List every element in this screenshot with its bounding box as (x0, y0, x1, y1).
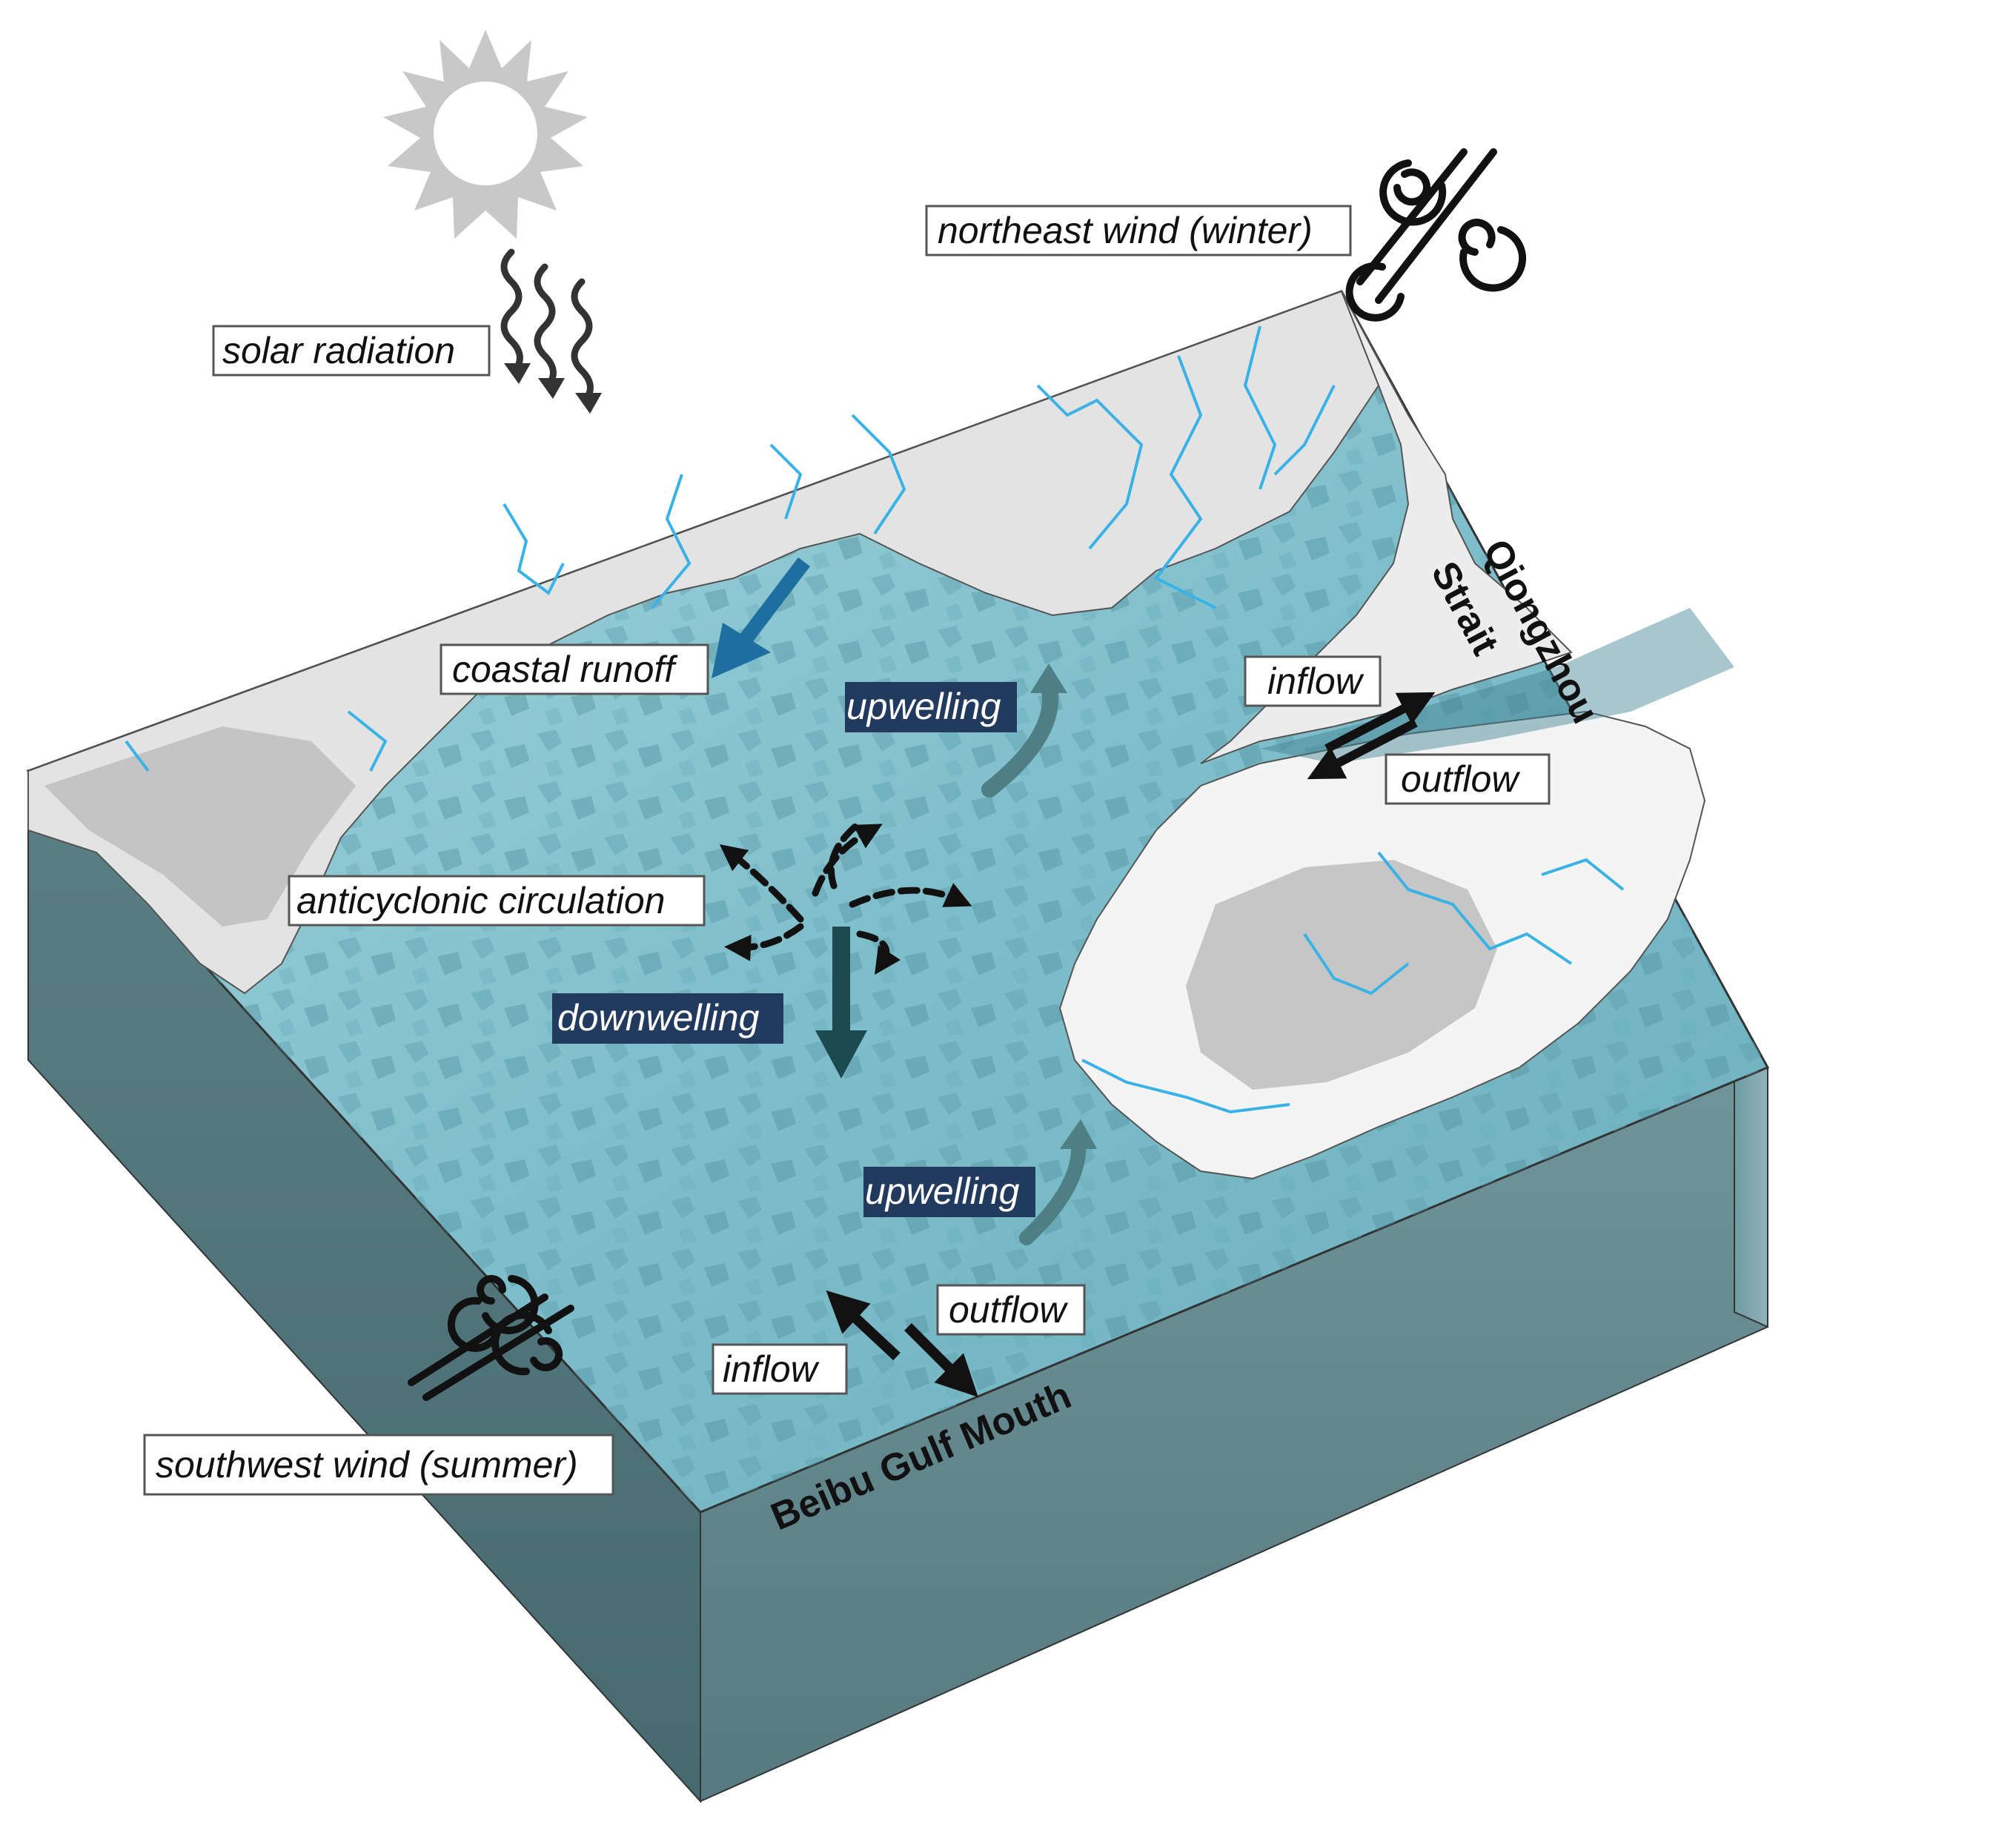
radiation-arrowheads (504, 363, 602, 414)
svg-text:southwest wind (summer): southwest wind (summer) (156, 1444, 578, 1485)
gulf-mouth-flow-arrows (826, 1290, 978, 1397)
label-southwest-wind: southwest wind (summer) (143, 1434, 614, 1496)
label-inflow-strait: inflow (1244, 655, 1382, 707)
svg-text:anticyclonic circulation: anticyclonic circulation (296, 880, 665, 921)
label-anticyclonic-circulation: anticyclonic circulation (288, 875, 706, 927)
label-inflow-mouth: inflow (712, 1343, 848, 1395)
northern-highlands (44, 726, 356, 927)
label-coastal-runoff: coastal runoff (440, 643, 709, 695)
svg-text:northeast wind (winter): northeast wind (winter) (938, 210, 1313, 251)
sun-icon (383, 30, 588, 239)
svg-text:downwelling: downwelling (557, 997, 760, 1039)
coastal-runoff-arrow (712, 557, 810, 678)
label-solar-radiation: solar radiation (212, 325, 491, 377)
label-northeast-wind: northeast wind (winter) (925, 205, 1352, 256)
hainan-mountains (1186, 860, 1497, 1090)
svg-text:outflow: outflow (949, 1289, 1068, 1331)
east-peninsula (1200, 291, 1573, 764)
northern-land (27, 290, 1380, 995)
sea-texture (28, 291, 1768, 1512)
strait-flow-arrows (1307, 692, 1436, 780)
svg-text:inflow: inflow (723, 1348, 820, 1390)
svg-text:solar radiation: solar radiation (222, 330, 455, 371)
label-upwelling-north: upwelling (845, 682, 1017, 732)
label-downwelling: downwelling (552, 993, 783, 1044)
upwelling-arrow-south (1019, 1119, 1097, 1245)
block-right-edge (1734, 1051, 1768, 1328)
svg-text:coastal runoff: coastal runoff (452, 649, 678, 690)
label-upwelling-south: upwelling (863, 1167, 1035, 1217)
svg-text:outflow: outflow (1401, 758, 1520, 800)
rivers (125, 325, 1625, 1114)
wind-icon (408, 1275, 574, 1401)
svg-text:upwelling: upwelling (846, 686, 1001, 727)
wind-icon (1345, 148, 1527, 322)
downwelling-arrow (815, 927, 867, 1079)
radiation-wave-icon (500, 248, 594, 404)
upwelling-arrow-north (981, 663, 1067, 798)
label-outflow-strait: outflow (1385, 753, 1551, 805)
anticyclonic-arrows (719, 819, 972, 975)
svg-text:inflow: inflow (1267, 660, 1365, 702)
svg-text:upwelling: upwelling (865, 1170, 1020, 1212)
label-outflow-mouth: outflow (936, 1284, 1086, 1336)
